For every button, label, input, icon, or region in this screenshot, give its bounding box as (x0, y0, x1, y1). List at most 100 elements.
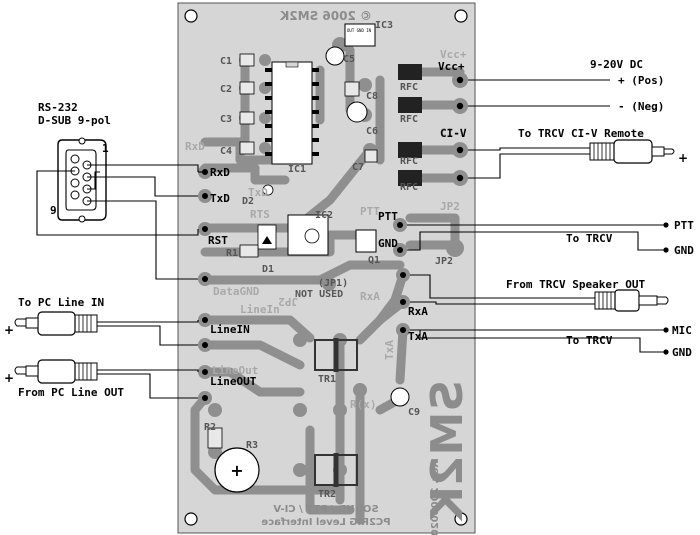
silk-not-used: NOT USED (295, 289, 343, 300)
gnd-out2-label: GND (672, 346, 692, 359)
tr1-transformer (314, 338, 358, 372)
silk-rfc-3: RFC (400, 156, 418, 167)
rfc-chokes (398, 64, 422, 186)
r3-plus-icon: + (230, 461, 243, 480)
ptt-out-label: PTT (674, 219, 694, 232)
silk-datagnd: DataGND (213, 285, 260, 298)
pad-neg (452, 98, 468, 114)
silk-jp1: (JP1) (318, 278, 348, 289)
silk-rxa: RxA (360, 290, 380, 303)
pad-lineout (198, 365, 212, 379)
pcb-board: OUT GND IN (177, 2, 476, 535)
silk-civ: CI-V (440, 126, 467, 139)
trcv-mic-label: To TRCV (566, 334, 613, 347)
power-pos: + (Pos) (618, 74, 664, 87)
mounting-hole-top-right (454, 9, 468, 23)
silk-r1: R1 (226, 248, 238, 259)
silk-q1: Q1 (368, 255, 380, 266)
silk-c4: C4 (220, 146, 232, 157)
silk-jp2-top: JP2 (440, 200, 460, 213)
mounting-hole-bottom-left (184, 512, 198, 526)
silk-c1: C1 (220, 56, 232, 67)
ic3-regulator: OUT GND IN (344, 23, 376, 47)
svg-text:+: + (678, 151, 688, 165)
silk-tr1: TR1 (318, 374, 336, 385)
label-rxa: RxA (408, 305, 428, 318)
silk-vcc: Vcc+ (440, 48, 467, 61)
silk-c6: C6 (366, 126, 378, 137)
mounting-hole-bottom-right (454, 512, 468, 526)
label-lineout: LineOUT (210, 375, 257, 388)
svg-text:+: + (4, 371, 14, 385)
label-vcc: Vcc+ (438, 60, 465, 73)
board-footer-line2: PC2RIG Level Interface (261, 517, 390, 528)
tr2-transformer (314, 453, 358, 487)
power-neg: - (Neg) (618, 100, 664, 113)
c8-capacitor (344, 81, 360, 97)
label-civ: CI-V (440, 127, 467, 140)
silk-jp2-rot: JP2 (278, 295, 298, 308)
silk-ic3: IC3 (375, 20, 393, 31)
board-copyright: © 2006 SM2K (279, 9, 372, 23)
wire-endpoints (663, 222, 669, 355)
rs232-subtitle: D-SUB 9-pol (38, 114, 111, 127)
pad-txd (198, 189, 212, 203)
label-ptt: PTT (378, 210, 398, 223)
pc-line-in-label: To PC Line IN (18, 296, 104, 309)
silk-rxd: RxD (185, 140, 205, 153)
silk-rfc-2: RFC (400, 114, 418, 125)
jp2-pad (446, 239, 464, 257)
silk-r3: R3 (246, 440, 258, 451)
pad-labels: Vcc+ CI-V RxD TxD RST PTT GND RxA TxA Li… (208, 60, 467, 388)
civ-remote-label: To TRCV CI-V Remote (518, 127, 644, 140)
label-txa: TxA (408, 330, 428, 343)
c7-capacitor (364, 149, 378, 163)
pad-rxa (396, 295, 410, 309)
db9-pin1-label: 1 (102, 142, 109, 155)
gnd-out1-label: GND (674, 244, 694, 257)
silk-tr2: TR2 (318, 489, 336, 500)
silk-c2: C2 (220, 84, 232, 95)
r2-resistor (207, 427, 223, 449)
silk-c7: C7 (352, 162, 364, 173)
d2-diode (262, 184, 274, 196)
external-labels: 9-20V DC + (Pos) - (Neg) To TRCV CI-V Re… (18, 58, 694, 399)
pad-speaker-sleeve (396, 268, 410, 282)
ic1-chip (265, 61, 319, 165)
silkscreen-labels: Vcc+ CI-V RxD TxD RTS PTT JP2 DataGND Li… (185, 20, 467, 500)
rs232-title: RS-232 (38, 101, 78, 114)
c9-capacitor (390, 387, 410, 407)
mic-out-label: MIC (672, 324, 692, 337)
svg-text:+: + (4, 323, 14, 337)
silk-c3: C3 (220, 114, 232, 125)
pad-txa (396, 323, 410, 337)
wires (36, 79, 666, 399)
r3-potentiometer (214, 447, 260, 493)
pad-ptt (393, 218, 407, 232)
silk-ptt: PTT (360, 205, 380, 218)
pad-linein (198, 313, 212, 327)
silk-txa-rot: TxA (383, 340, 396, 360)
copper-traces (190, 45, 465, 525)
silk-c5: C5 (343, 54, 355, 65)
label-linein: LineIN (210, 323, 250, 336)
silk-ic1: IC1 (288, 164, 306, 175)
jp1-pad (322, 277, 336, 291)
silk-jp2: JP2 (435, 256, 453, 267)
db9-connector (57, 137, 107, 223)
silk-c8: C8 (366, 91, 378, 102)
label-gnd: GND (378, 237, 398, 250)
pad-rst (198, 222, 212, 236)
silk-d1: D1 (262, 264, 274, 275)
civ-jack-plug: + (589, 139, 688, 165)
db9-pin9-label: 9 (50, 204, 57, 217)
board-footer-line1: SOUND / PTT / CI-V (273, 504, 378, 515)
silk-rx: R(x) (350, 398, 377, 411)
pad-civ (452, 142, 468, 158)
pad-linein-gnd (198, 338, 212, 352)
mounting-hole-top-left (184, 9, 198, 23)
pad-vcc (452, 72, 468, 88)
silk-r2: R2 (204, 422, 216, 433)
q1-transistor (355, 229, 377, 253)
c5-capacitor (325, 46, 345, 66)
